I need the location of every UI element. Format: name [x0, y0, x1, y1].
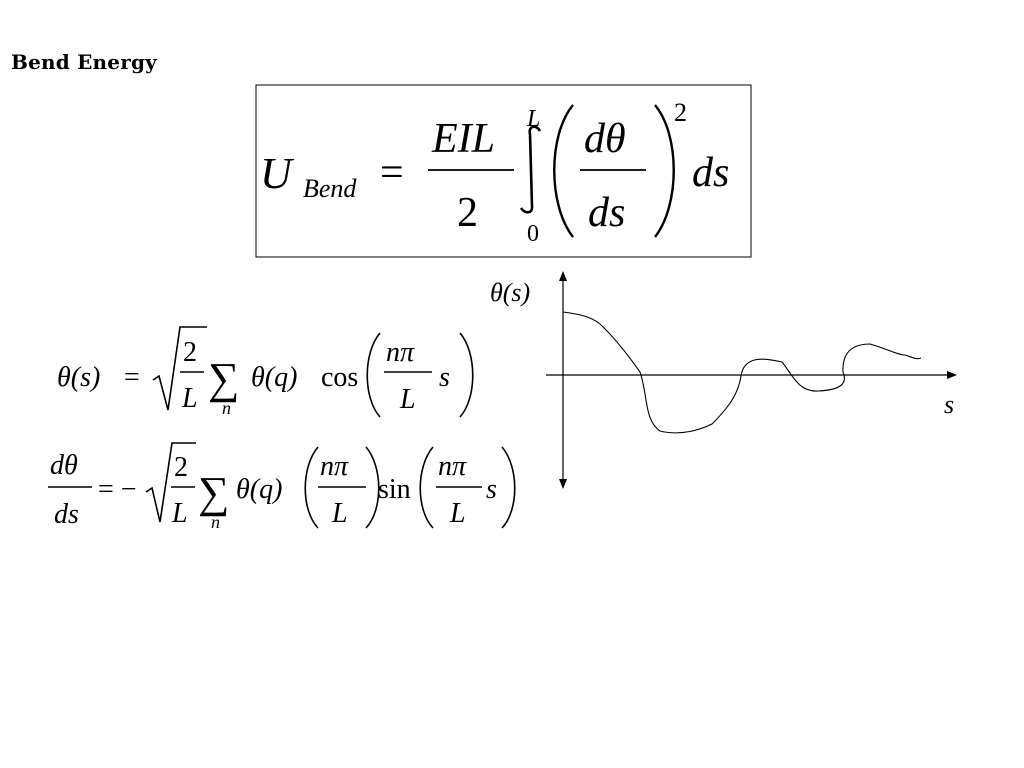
ds-denominator: ds: [54, 499, 79, 530]
sqrt-numerator: 2: [183, 337, 197, 368]
sin-function: sin: [378, 474, 411, 505]
theta-curve: [562, 311, 922, 434]
integral-upper-limit: L: [526, 106, 540, 132]
sin-right-paren: [501, 446, 516, 529]
y-axis-arrow-down: [559, 479, 567, 489]
coef-right-paren: [365, 446, 380, 529]
right-paren: [654, 104, 675, 238]
equals-sign: =: [380, 150, 404, 196]
coef-left-paren: [304, 446, 319, 529]
dtheta-numerator: dθ: [50, 450, 78, 481]
cos-function: cos: [321, 362, 358, 393]
sin-arg-denominator: L: [449, 498, 466, 529]
y-axis-label: θ(s): [490, 278, 530, 307]
sqrt-denominator: L: [181, 383, 198, 414]
integral-lower-limit: 0: [527, 221, 539, 247]
sin-arg-variable: s: [486, 474, 497, 505]
derivative-sum-index: n: [211, 512, 220, 532]
cos-arg-denominator: L: [399, 384, 416, 415]
derivative-sqrt-denominator: L: [171, 498, 188, 529]
equals-minus: = −: [98, 474, 137, 505]
bend-energy-equation: U Bend = EIL 2 L 0 dθ ds 2 ds: [255, 84, 752, 258]
left-paren: [553, 104, 574, 238]
fourier-equals: =: [124, 362, 140, 393]
coef-denominator: L: [331, 498, 348, 529]
equation-box: [255, 84, 752, 258]
trailing-ds: ds: [692, 150, 729, 196]
cos-arg-variable: s: [439, 362, 450, 393]
y-axis-arrow-up: [559, 271, 567, 281]
coef-numerator: nπ: [320, 451, 349, 482]
sqrt-radical: [152, 326, 207, 411]
derivative-series-equation: dθ ds = − 2 L ∑ n θ(q) nπ L sin nπ L s: [48, 442, 516, 532]
derivative-sqrt-radical: [145, 442, 196, 523]
energy-symbol: U: [260, 149, 295, 198]
derivative-summation-sign: ∑: [198, 468, 229, 517]
exponent-two: 2: [674, 98, 687, 127]
sum-index: n: [222, 398, 231, 418]
sin-left-paren: [419, 446, 434, 529]
summation-sign: ∑: [208, 354, 239, 403]
theta-of-q: θ(q): [251, 362, 297, 393]
cos-arg-numerator: nπ: [386, 337, 415, 368]
derivative-theta-of-q: θ(q): [236, 474, 282, 505]
bend-subscript: Bend: [303, 174, 357, 203]
cos-left-paren: [366, 332, 381, 418]
derivative-numerator: dθ: [584, 116, 626, 162]
sin-arg-numerator: nπ: [438, 451, 467, 482]
derivative-sqrt-numerator: 2: [174, 452, 188, 483]
cos-right-paren: [459, 332, 474, 418]
derivative-denominator: ds: [588, 190, 625, 236]
fraction-denominator: 2: [457, 190, 478, 236]
slide-title: Bend Energy: [11, 50, 157, 74]
fraction-numerator: EIL: [431, 116, 495, 162]
x-axis-arrow: [947, 371, 957, 379]
theta-of-s: θ(s): [57, 362, 100, 393]
x-axis-label: s: [944, 390, 954, 419]
theta-sketch-graph: θ(s) s: [490, 271, 957, 489]
fourier-series-equation: θ(s) = 2 L ∑ n θ(q) cos nπ L s: [57, 326, 474, 418]
integral-sign: [519, 125, 542, 214]
